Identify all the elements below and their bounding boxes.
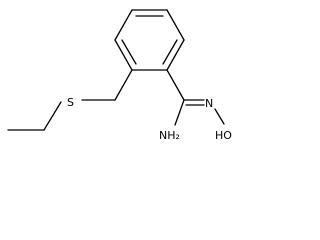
oxime-nitrogen-label: N bbox=[205, 97, 213, 110]
s-to-ch2-bond bbox=[43, 101, 62, 131]
amidoxime-group bbox=[166, 69, 225, 126]
benzene-ring bbox=[114, 9, 185, 71]
ring-double-bond-right bbox=[162, 39, 178, 65]
n-to-o-bond bbox=[214, 108, 225, 125]
ring-double-bond-left bbox=[121, 39, 137, 65]
ring-bond-lower-left bbox=[114, 39, 133, 71]
amine-label: NH₂ bbox=[159, 129, 180, 142]
c-to-nh2-bond bbox=[174, 99, 185, 126]
ring-to-amidine-carbon-bond bbox=[166, 69, 185, 101]
ring-to-ch2-bond bbox=[114, 69, 133, 101]
structure-canvas: S N HO NH₂ bbox=[7, 9, 233, 142]
ethylthiomethyl-chain bbox=[7, 69, 133, 131]
hydroxyl-label: HO bbox=[215, 129, 232, 142]
ring-bond-upper-left bbox=[114, 9, 133, 41]
ring-bond-upper-right bbox=[166, 9, 185, 41]
chemical-structure-diagram: S N HO NH₂ bbox=[7, 9, 232, 142]
ring-bond-lower-right bbox=[166, 39, 185, 71]
sulfur-atom-label: S bbox=[67, 96, 74, 109]
